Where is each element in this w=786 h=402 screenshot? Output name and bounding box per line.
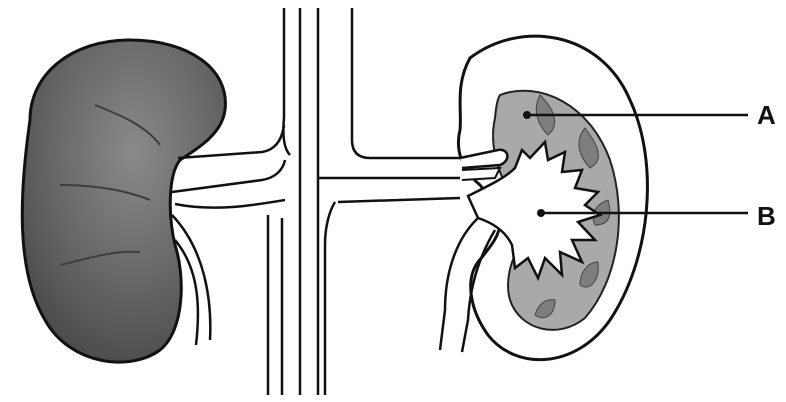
right-kidney-section (458, 36, 647, 359)
pointer-dot-b (537, 209, 545, 217)
label-a: A (757, 102, 776, 128)
central-vessels (268, 8, 462, 395)
pointer-dot-a (523, 111, 531, 119)
left-kidney (22, 40, 225, 362)
label-b: B (757, 203, 776, 229)
